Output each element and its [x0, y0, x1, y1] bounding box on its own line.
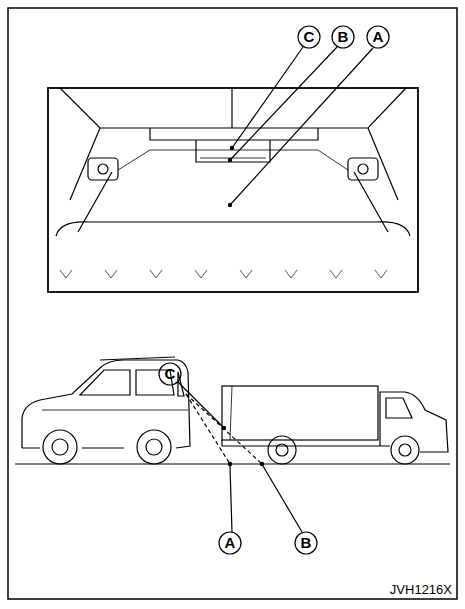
callout-letter: A [367, 26, 389, 48]
distance-leaders [159, 363, 317, 554]
ground-line [15, 463, 450, 464]
callout-letter: B [295, 532, 317, 554]
callout-letter: A [219, 532, 241, 554]
monitor-view [48, 88, 418, 292]
callout-leaders [228, 26, 389, 207]
figure-code: JVH1216X [390, 582, 452, 597]
outer-frame [8, 8, 457, 599]
callout-letter: B [332, 26, 354, 48]
callout-letter: C [159, 363, 181, 385]
suv-side-view [22, 357, 190, 464]
callout-letter: C [298, 26, 320, 48]
truck-side-view [222, 386, 448, 464]
